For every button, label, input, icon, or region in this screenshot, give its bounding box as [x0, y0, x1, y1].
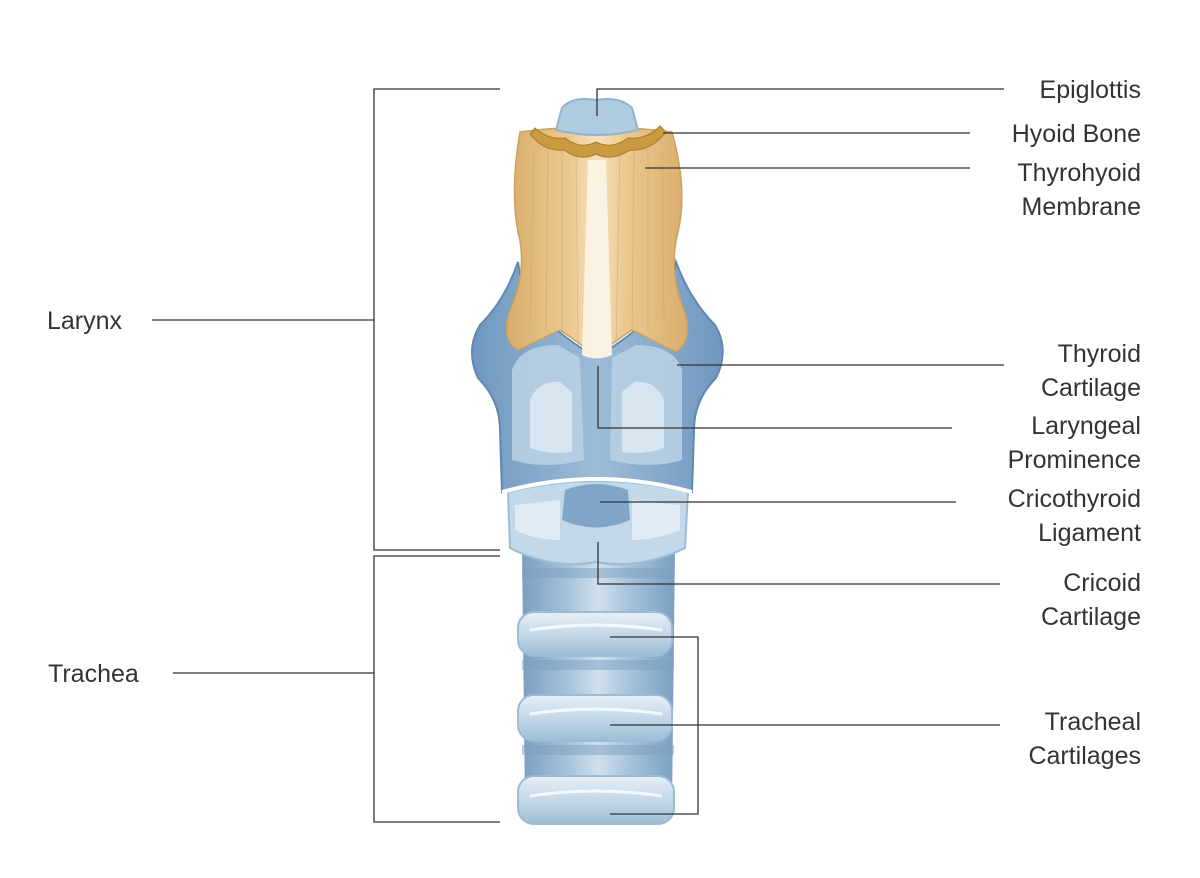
label-larynx: Larynx — [47, 307, 123, 335]
tracheal-ring — [517, 611, 673, 657]
tracheal-ring — [517, 775, 675, 825]
cricoid-cartilage-leader — [597, 542, 1000, 585]
tracheal-band — [522, 745, 674, 755]
trachea-tube — [522, 550, 675, 805]
tracheal-ring-highlight — [529, 623, 663, 632]
label-cricoid-cartilage-line1: Cricoid — [1063, 569, 1141, 597]
tracheal-cartilages-leader — [610, 636, 1000, 815]
label-cricoid-cartilage-line2: Cartilage — [1041, 603, 1141, 631]
membrane-illustration — [505, 126, 689, 360]
cricoid-shade — [632, 500, 680, 540]
epiglottis-leader — [596, 88, 1004, 116]
label-tracheal-cartilages-line1: Tracheal — [1045, 708, 1141, 736]
label-thyroid-cartilage-line2: Cartilage — [1041, 374, 1141, 402]
label-laryngeal-prominence-line1: Laryngeal — [1031, 412, 1141, 440]
label-thyroid-cartilage-line1: Thyroid — [1058, 340, 1141, 368]
cricoid-center — [562, 484, 630, 528]
label-trachea: Trachea — [48, 660, 139, 688]
cricoid-shade — [515, 500, 560, 540]
epiglottis-shape — [554, 98, 640, 136]
hyoid-bone-shape — [529, 125, 667, 158]
trachea-illustration — [517, 550, 675, 825]
thyroid-inner-shape — [622, 381, 664, 453]
label-laryngeal-prominence-line2: Prominence — [1008, 446, 1141, 474]
larynx-bracket — [152, 88, 500, 551]
label-epiglottis: Epiglottis — [1040, 76, 1141, 104]
label-cricothyroid-line2: Ligament — [1038, 519, 1141, 547]
membrane-striations — [529, 147, 665, 346]
tracheal-ring — [517, 694, 673, 742]
label-thyrohyoid-line2: Membrane — [1022, 193, 1142, 221]
laryngeal-prominence-leader — [597, 366, 952, 429]
label-cricothyroid-line1: Cricothyroid — [1008, 485, 1141, 513]
tracheal-ring-highlight — [529, 707, 663, 716]
trachea-bracket — [173, 555, 500, 823]
thyroid-inner-shape — [530, 381, 572, 453]
tracheal-ring-highlight — [529, 789, 663, 798]
tracheal-band — [522, 660, 674, 670]
thyroid-lower-edge — [501, 477, 693, 494]
membrane-center-strip — [582, 160, 612, 359]
label-tracheal-cartilages-line2: Cartilages — [1028, 742, 1141, 770]
label-thyrohyoid-line1: Thyrohyoid — [1017, 159, 1141, 187]
label-hyoid-bone: Hyoid Bone — [1012, 120, 1141, 148]
